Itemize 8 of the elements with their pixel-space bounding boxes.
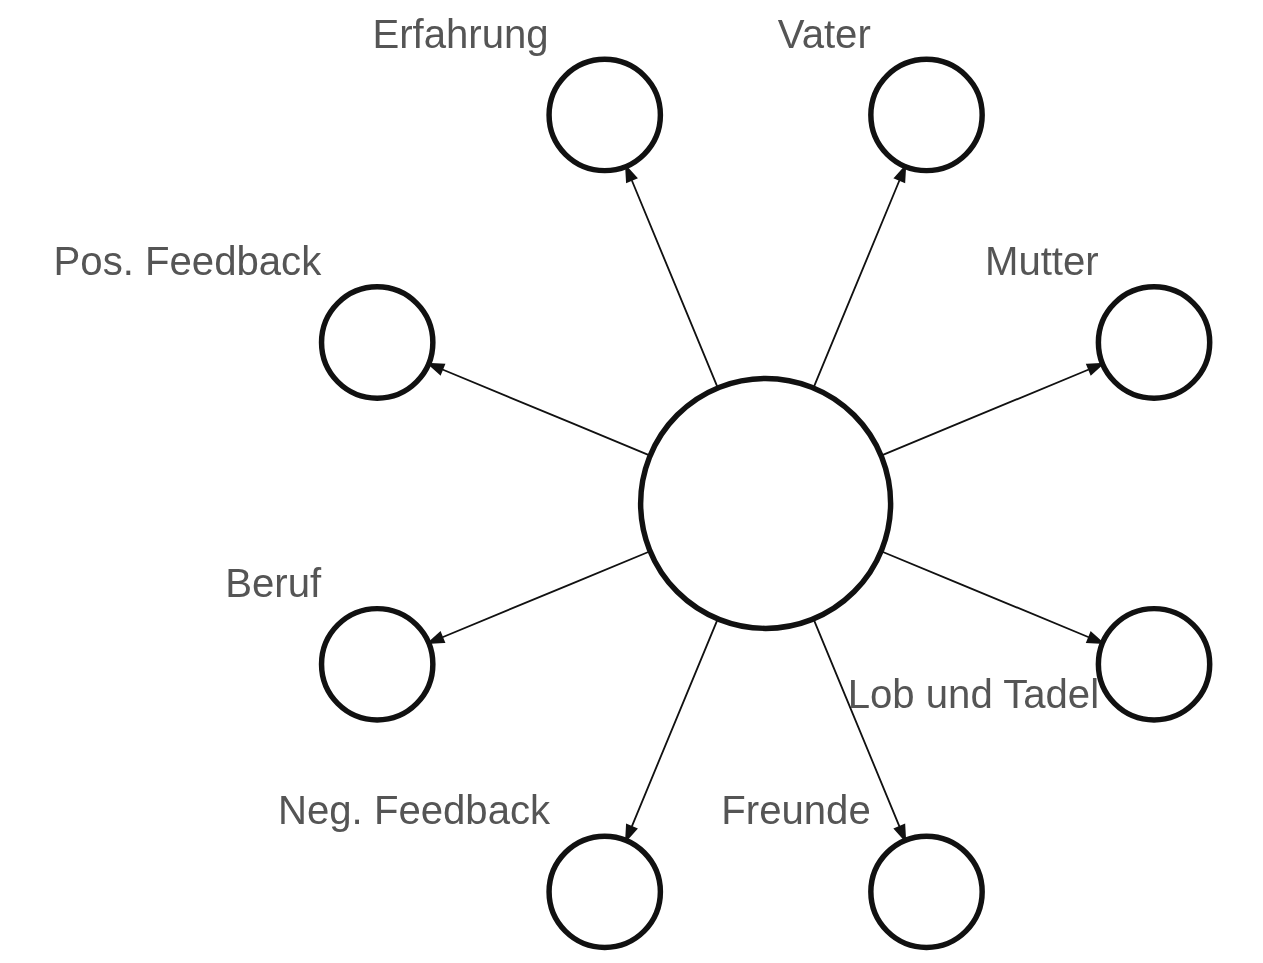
node-label: Vater bbox=[777, 11, 871, 57]
node-label: Lob und Tadel bbox=[847, 672, 1100, 718]
node-label: Beruf bbox=[225, 560, 322, 606]
node-label: Pos. Feedback bbox=[53, 239, 322, 285]
node-label: Freunde bbox=[721, 788, 871, 834]
node-label: Mutter bbox=[984, 239, 1099, 285]
node-label: Erfahrung bbox=[372, 11, 549, 57]
node-label: Neg. Feedback bbox=[277, 788, 551, 834]
